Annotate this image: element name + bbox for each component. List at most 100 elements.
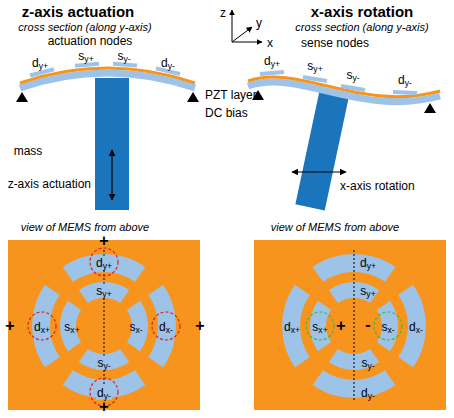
electrode-label-slot: sx- [129, 317, 142, 335]
view-caption-slot: view of MEMS from above [271, 217, 399, 235]
electrode-pad [260, 72, 417, 93]
part-label-slot: mass [14, 141, 43, 159]
group-label: sense nodes [301, 36, 369, 50]
electrode-label-slot: sx+ [312, 317, 327, 335]
electrode-label-slot: sy- [117, 46, 130, 64]
support-triangle [424, 103, 436, 113]
membrane [248, 77, 440, 102]
axis-arrow [232, 42, 262, 43]
electrode-ring [377, 301, 398, 351]
polarity-sign-slot: + [5, 317, 14, 335]
electrode-label-slot: dy+ [360, 253, 376, 271]
electrode-ring [148, 285, 176, 368]
electrode-label: sy- [346, 68, 359, 82]
electrode-label: dx+ [34, 320, 50, 334]
electrode-label-slot: sy- [96, 353, 111, 371]
axis-arrow [232, 27, 252, 42]
electrode-label: dy- [398, 73, 412, 87]
electrode-label: sy- [117, 49, 130, 63]
group-label-slot: actuation nodes [48, 31, 133, 49]
support-triangle [16, 92, 199, 102]
electrode-label: dx+ [284, 320, 300, 334]
highlight-circle [90, 248, 118, 276]
electrode-label: dy+ [360, 256, 376, 270]
axis-label: z [220, 6, 226, 20]
electrode-pad [260, 72, 284, 74]
highlight-circle [28, 312, 56, 340]
polarity-sign-slot: + [336, 317, 345, 335]
highlight-circle [306, 312, 402, 340]
layer-label-slot: DC bias [205, 103, 248, 121]
electrode-label-slot: dy- [361, 383, 375, 401]
view-caption: view of MEMS from above [271, 221, 399, 233]
membrane [248, 77, 440, 97]
highlight-circle [306, 312, 334, 340]
polarity-sign: + [99, 232, 108, 249]
panel-title-slot: z-axis actuation [22, 3, 135, 21]
axis-arrow [232, 10, 262, 42]
device-plate [8, 240, 446, 410]
motion-arrow [111, 150, 112, 200]
electrode-label-slot: sy- [361, 353, 374, 371]
highlight-circle [374, 312, 402, 340]
electrode-pad [30, 64, 180, 76]
part-label: mass [14, 144, 43, 158]
panel-title-slot: x-axis rotation [311, 3, 414, 21]
support-triangle [187, 92, 199, 102]
motion-label-slot: z-axis actuation [8, 174, 91, 192]
motion-arrow [292, 171, 346, 172]
layer-label: DC bias [205, 106, 248, 120]
electrode-label-slot: dx+ [284, 317, 300, 335]
electrode-ring [282, 285, 310, 368]
symmetry-line [354, 250, 355, 400]
layer-label: PZT layer [205, 88, 257, 102]
electrode-label: dy- [161, 56, 175, 70]
highlight-circle [152, 312, 180, 340]
electrode-label-slot: sy+ [95, 281, 112, 299]
view-caption-slot: view of MEMS from above [21, 217, 149, 235]
electrode-label: sy+ [307, 59, 322, 73]
motion-label-slot: x-axis rotation [340, 176, 415, 194]
view-caption: cross section (along y-axis) [295, 21, 428, 33]
electrode-label: dy+ [32, 56, 48, 70]
electrode-label-slot: sy+ [78, 46, 93, 64]
polarity-sign: + [195, 317, 204, 334]
polarity-sign-slot: + [195, 317, 204, 335]
view-caption: cross section (along y-axis) [18, 21, 151, 33]
electrode-pad [303, 77, 327, 81]
layer-label-slot: PZT layer [205, 85, 257, 103]
support-triangle [16, 92, 28, 102]
polarity-sign-slot: - [365, 316, 370, 334]
device-plate [254, 240, 446, 410]
electrode-label: sx+ [312, 320, 327, 334]
polarity-sign-slot: + [99, 232, 108, 250]
group-label: actuation nodes [48, 34, 133, 48]
view-caption-slot: cross section (along y-axis) [295, 17, 428, 35]
polarity-sign: - [365, 316, 370, 333]
motion-arrow [112, 150, 113, 200]
electrode-label: sx- [381, 320, 394, 334]
electrode-ring [310, 301, 331, 351]
electrode-pad [341, 86, 365, 90]
motion-arrow [292, 172, 346, 173]
electrode-label-slot: sx+ [64, 317, 79, 335]
electrode-label-slot: dx- [409, 317, 423, 335]
view-caption: view of MEMS from above [21, 221, 149, 233]
group-label-slot: sense nodes [301, 33, 369, 51]
proof-mass [95, 78, 129, 210]
motion-label: z-axis actuation [8, 177, 91, 191]
polarity-sign: + [336, 317, 345, 334]
electrode-label-slot: sx- [381, 317, 394, 335]
electrode-label: dy+ [95, 256, 113, 270]
electrode-label: sx- [129, 320, 142, 334]
electrode-ring [63, 254, 146, 282]
electrode-label: sy- [361, 356, 374, 370]
electrode-ring [60, 301, 81, 351]
electrode-label: sy+ [360, 284, 375, 298]
electrode-label-slot: dy- [161, 53, 175, 71]
proof-mass [95, 78, 129, 210]
electrode-label: sy+ [95, 284, 112, 298]
electrode-label-slot: sy+ [307, 56, 322, 74]
